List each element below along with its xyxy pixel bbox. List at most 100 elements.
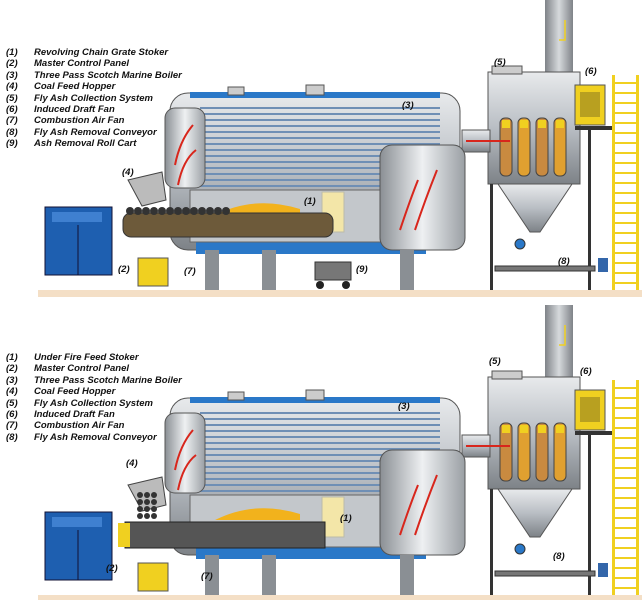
callout-label: (6) — [585, 66, 597, 77]
callout-label: (6) — [580, 366, 592, 377]
collector-lid — [491, 65, 523, 75]
cyclone-tube — [553, 117, 567, 177]
legend-number: (5) — [6, 92, 18, 104]
callout-label: (2) — [106, 563, 118, 574]
legend-item: (6) Induced Draft Fan — [6, 409, 182, 420]
flow-arrow — [177, 454, 197, 491]
ladder-rung — [612, 557, 639, 559]
refractory-wall — [321, 496, 345, 538]
ladder-rung — [612, 537, 639, 539]
legend-label: Induced Draft Fan — [34, 104, 115, 116]
cyclone-inlet — [520, 425, 528, 433]
legend-item: (9)Ash Removal Roll Cart — [6, 138, 182, 149]
cyclone-tube — [535, 117, 549, 177]
legend-label: Three Pass Scotch Marine Boiler — [34, 69, 182, 81]
flow-arrow — [414, 169, 438, 231]
ladder-rung — [612, 222, 639, 224]
panel-display — [52, 212, 102, 222]
cyclone-inlet — [556, 425, 564, 433]
coal-lump — [142, 207, 150, 215]
legend-label: Under Fire Feed Stoker — [34, 352, 139, 363]
legend-item: (2)Master Control Panel — [6, 58, 182, 69]
fan-housing — [580, 397, 600, 422]
legend-item: (3)Three Pass Scotch Marine Boiler — [6, 375, 182, 386]
legend-label: Revolving Chain Grate Stoker — [34, 47, 169, 58]
ladder-rung — [612, 272, 639, 274]
coal-lump — [126, 207, 134, 215]
coal-lump — [134, 207, 142, 215]
flow-arrow — [174, 429, 194, 471]
callout-label: (1) — [340, 513, 352, 524]
callout-label: (4) — [126, 458, 138, 469]
fire-bed — [215, 508, 300, 520]
callout-label: (3) — [402, 100, 414, 111]
front-chamber — [164, 412, 206, 494]
cart-wheel — [342, 281, 350, 289]
boiler-base — [196, 240, 426, 254]
legend-label: Combustion Air Fan — [34, 115, 125, 127]
chain-grate-stoker — [122, 212, 334, 238]
cyclone-tube — [499, 422, 513, 482]
legend-number: (7) — [6, 420, 18, 432]
legend-item: (5)Fly Ash Collection System — [6, 398, 182, 409]
ladder-rung — [612, 142, 639, 144]
boiler-leg — [262, 250, 276, 290]
flow-arrow — [399, 179, 419, 231]
diagram-underfire — [38, 305, 642, 600]
flow-arrow — [399, 484, 419, 536]
legend-number: (3) — [6, 374, 18, 386]
coal-lump — [174, 207, 182, 215]
legend-label: Fly Ash Collection System — [34, 92, 153, 104]
ladder-rung — [612, 457, 639, 459]
legend-label: Coal Feed Hopper — [34, 386, 116, 398]
ash-cart — [314, 261, 352, 281]
legend-item: (6)Induced Draft Fan — [6, 104, 182, 115]
legend-number: (2) — [6, 58, 18, 70]
flow-arrow — [174, 124, 194, 166]
ladder-rung — [612, 242, 639, 244]
cyclone-tube — [517, 422, 531, 482]
front-chamber — [164, 107, 206, 189]
ladder-rung — [612, 82, 639, 84]
coal-lump — [182, 207, 190, 215]
boiler-leg — [205, 250, 219, 290]
legend-label: Coal Feed Hopper — [34, 81, 116, 93]
legend-label: Induced Draft Fan — [34, 409, 115, 421]
legend-number: (6) — [6, 409, 18, 421]
cyclone-inlet — [538, 120, 546, 128]
coal-lump — [137, 492, 143, 498]
ladder-rung — [612, 192, 639, 194]
callout-label: (1) — [304, 196, 316, 207]
combustion-air-fan — [137, 257, 169, 287]
callout-label: (2) — [118, 264, 130, 275]
flow-arrow — [559, 20, 566, 41]
ladder-rung — [612, 92, 639, 94]
legend-item: (8)Fly Ash Removal Conveyor — [6, 127, 182, 138]
fly-ash-conveyor — [494, 570, 596, 577]
ladder-rung — [612, 282, 639, 284]
cyclone-tube — [535, 422, 549, 482]
legend-item: (3)Three Pass Scotch Marine Boiler — [6, 70, 182, 81]
ground — [38, 595, 642, 600]
legend-chain-grate: (1)Revolving Chain Grate Stoker(2)Master… — [6, 47, 182, 150]
flow-arrow — [559, 325, 566, 346]
ladder-rung — [612, 182, 639, 184]
legend-item: (8)Fly Ash Removal Conveyor — [6, 432, 182, 443]
platform — [575, 126, 615, 130]
coal-lump — [206, 207, 214, 215]
legend-underfire: (1)Under Fire Feed Stoker(2)Master Contr… — [6, 352, 182, 443]
support-post — [490, 184, 493, 290]
coal-lump — [150, 207, 158, 215]
boiler-leg — [205, 555, 219, 595]
legend-item: (5) Fly Ash Collection System — [6, 93, 182, 104]
coal-feed-hopper — [127, 171, 167, 207]
legend-number: (8) — [6, 126, 18, 138]
legend-number: (1) — [6, 352, 18, 363]
legend-item: (7)Combustion Air Fan — [6, 115, 182, 126]
ladder-rung — [612, 567, 639, 569]
coal-lump — [144, 492, 150, 498]
legend-label: Combustion Air Fan — [34, 420, 125, 432]
support-post — [588, 130, 591, 290]
flow-arrow — [177, 149, 197, 186]
